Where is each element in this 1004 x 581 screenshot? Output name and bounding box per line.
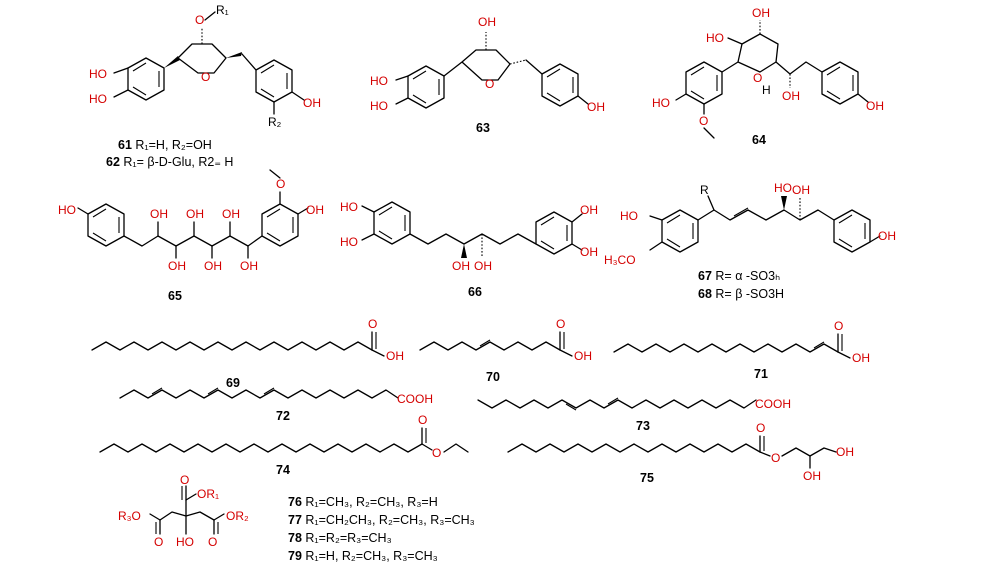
- structure-75: O O OH OH 75: [507, 421, 854, 485]
- atom-o: O: [208, 535, 217, 549]
- atom-o: O: [771, 451, 780, 465]
- atom-oh: OH: [852, 351, 870, 365]
- compound-64-label: 64: [752, 133, 766, 147]
- compound-74-label: 74: [276, 463, 290, 477]
- atom-oh: OH: [303, 96, 321, 110]
- atom-oh: OH: [168, 259, 186, 273]
- compound-66-label: 66: [468, 285, 482, 299]
- atom-h: H: [762, 83, 771, 97]
- atom-ho: HO: [652, 96, 670, 110]
- compound-71-label: 71: [754, 367, 768, 381]
- atom-oh: OH: [240, 259, 258, 273]
- atom-oh: OH: [836, 445, 854, 459]
- atom-o: O: [699, 114, 708, 128]
- atom-oh: OH: [792, 183, 810, 197]
- compound-61-label: 61 R₁=H, R₂=OH: [118, 138, 212, 152]
- compound-65-label: 65: [168, 289, 182, 303]
- atom-oh: OH: [878, 229, 896, 243]
- atom-o: O: [756, 421, 765, 435]
- atom-ho: HO: [176, 535, 194, 549]
- structure-69: O OH 69: [91, 317, 404, 390]
- atom-oh: OH: [150, 207, 168, 221]
- atom-o: O: [154, 535, 163, 549]
- atom-o: O: [418, 413, 427, 427]
- atom-or1: OR₁: [197, 487, 219, 501]
- atom-o: O: [180, 473, 189, 487]
- structure-74: O O 74: [99, 413, 469, 477]
- compound-70-label: 70: [486, 370, 500, 384]
- atom-oh: OH: [186, 207, 204, 221]
- atom-o: O: [276, 177, 285, 191]
- structure-65: HO OH OH OH OH OH OH OH O 65: [58, 169, 324, 303]
- compound-67-label: 67 R= α -SO3ₕ: [698, 269, 780, 283]
- atom-oh: OH: [306, 203, 324, 217]
- atom-oh: OH: [580, 245, 598, 259]
- compound-78-label: 78 R₁=R₂=R₃=CH₃: [288, 531, 392, 545]
- atom-cooh: COOH: [755, 397, 791, 411]
- structure-76-79: O OR₁ HO O R₃O O OR₂ 76 R₁=CH₃, R₂=CH₃, …: [118, 473, 475, 563]
- atom-oh: OH: [574, 349, 592, 363]
- atom-o: O: [432, 446, 441, 460]
- atom-or2: OR₂: [226, 509, 249, 523]
- atom-oh: OH: [580, 203, 598, 217]
- atom-oh: OH: [478, 15, 496, 29]
- structure-63: HO HO O OH OH 63: [370, 15, 605, 135]
- structure-72: COOH 72: [119, 387, 433, 423]
- compound-76-label: 76 R₁=CH₃, R₂=CH₃, R₃=H: [288, 495, 438, 509]
- structure-61-62: HO HO O O R₁ OH R₂ 61 R₁=H, R₂=OH 62 R₁=…: [89, 3, 321, 169]
- atom-r: R: [700, 183, 709, 197]
- compound-68-label: 68 R= β -SO3H: [698, 287, 784, 301]
- structure-70: O OH 70: [419, 317, 592, 384]
- atom-r2: R₂: [268, 115, 282, 129]
- atom-o: O: [368, 317, 377, 331]
- atom-ho: HO: [340, 235, 358, 249]
- structure-73: COOH 73: [477, 397, 791, 433]
- atom-o: O: [485, 77, 494, 91]
- atom-r1: R₁: [216, 3, 229, 17]
- atom-o: O: [834, 319, 843, 333]
- compound-63-label: 63: [476, 121, 490, 135]
- structure-66: HO HO OH OH OH OH 66: [340, 200, 598, 299]
- atom-oh: OH: [204, 259, 222, 273]
- atom-oh: OH: [752, 6, 770, 20]
- compound-75-label: 75: [640, 471, 654, 485]
- atom-oh: OH: [587, 100, 605, 114]
- atom-ho: HO: [370, 74, 388, 88]
- atom-oh: OH: [474, 259, 492, 273]
- compound-73-label: 73: [636, 419, 650, 433]
- structure-67-68: HO H₃CO R HO OH OH 67 R= α -SO3ₕ 68 R= β…: [604, 181, 896, 301]
- compound-72-label: 72: [276, 409, 290, 423]
- compound-79-label: 79 R₁=H, R₂=CH₃, R₃=CH₃: [288, 549, 438, 563]
- atom-oh: OH: [386, 349, 404, 363]
- compound-62-label: 62 R₁= β-D-Glu, R2₌ H: [106, 155, 233, 169]
- atom-ho: HO: [774, 181, 792, 195]
- atom-ho: HO: [89, 92, 107, 106]
- atom-o: O: [753, 71, 762, 85]
- atom-ho: HO: [89, 67, 107, 81]
- atom-ho: HO: [620, 209, 638, 223]
- atom-ho: HO: [58, 203, 76, 217]
- atom-o: O: [195, 13, 204, 27]
- atom-oh: OH: [782, 89, 800, 103]
- compound-69-label: 69: [226, 376, 240, 390]
- atom-h3co: H₃CO: [604, 253, 636, 267]
- atom-o: O: [201, 70, 210, 84]
- structure-64: HO O O HO OH H OH OH 64: [652, 6, 884, 147]
- atom-oh: OH: [452, 259, 470, 273]
- structure-71: O OH 71: [613, 319, 870, 381]
- atom-oh: OH: [803, 469, 821, 483]
- atom-cooh: COOH: [397, 392, 433, 406]
- atom-ho: HO: [706, 31, 724, 45]
- compound-77-label: 77 R₁=CH₂CH₃, R₂=CH₃, R₃=CH₃: [288, 513, 475, 527]
- atom-oh: OH: [222, 207, 240, 221]
- atom-o: O: [556, 317, 565, 331]
- atom-r3o: R₃O: [118, 509, 141, 523]
- atom-ho: HO: [340, 200, 358, 214]
- atom-ho: HO: [370, 99, 388, 113]
- atom-oh: OH: [866, 99, 884, 113]
